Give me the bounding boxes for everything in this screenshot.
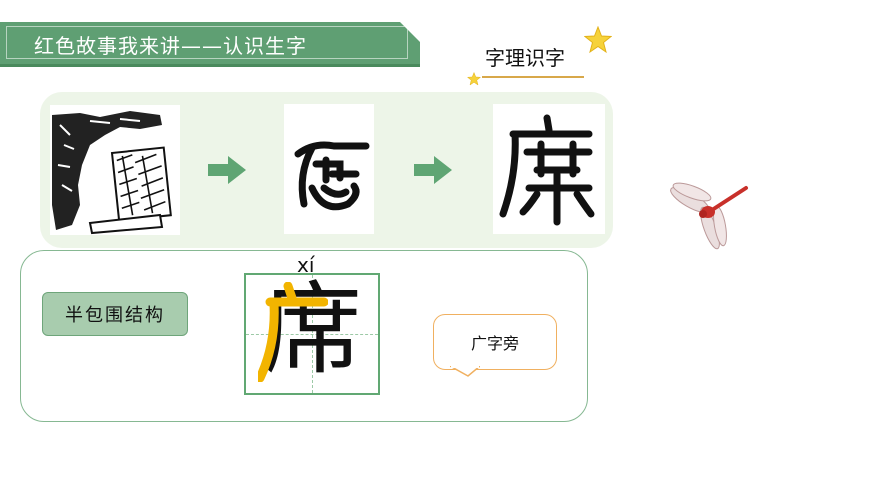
star-icon: [467, 72, 481, 86]
star-icon: [584, 26, 612, 54]
modern-glyph: [493, 104, 605, 234]
arrow-right-icon: [414, 156, 452, 184]
mat-picture: [50, 105, 180, 235]
dragonfly-icon: [670, 182, 748, 250]
seal-glyph: [284, 104, 374, 234]
title-banner: [0, 22, 420, 67]
subtitle: 字理识字: [485, 46, 565, 70]
target-character: 席: [262, 271, 362, 388]
tianzige-grid: [244, 273, 380, 395]
page-title: 红色故事我来讲——认识生字: [34, 34, 307, 58]
pinyin: xí: [297, 253, 315, 277]
radical-highlight: [258, 282, 328, 382]
arrow-right-icon: [208, 156, 246, 184]
radical-bubble: 广字旁: [433, 314, 557, 370]
bubble-tail: [450, 366, 480, 377]
structure-badge: 半包围结构: [42, 292, 188, 336]
subtitle-underline: [482, 76, 584, 78]
